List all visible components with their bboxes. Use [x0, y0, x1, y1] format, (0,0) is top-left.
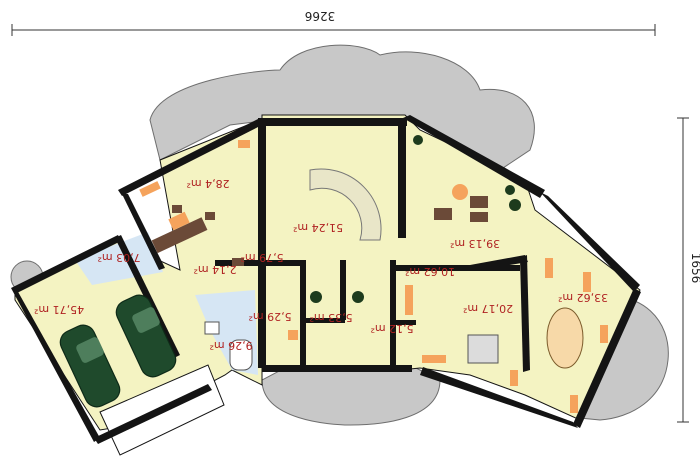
area-dining: 33,62 m²	[558, 291, 608, 304]
terraces	[10, 44, 669, 426]
width-dimension: 3266	[11, 9, 656, 36]
area-garage: 45,71 m²	[34, 303, 84, 316]
area-hall-small: 5,79 m²	[240, 251, 283, 264]
area-wardrobe: 5,29 m²	[248, 310, 291, 323]
area-pantry: 5,12 m²	[370, 322, 413, 335]
area-kitchen: 20,17 m²	[463, 302, 513, 315]
cars	[59, 294, 177, 408]
area-boiler: 7,03 m²	[97, 251, 140, 264]
furniture	[139, 140, 608, 413]
plants	[310, 135, 521, 303]
area-corridor-right: 10,62 m²	[405, 265, 455, 278]
area-hall: 51,24 m²	[293, 221, 343, 234]
width-label: 3266	[305, 9, 336, 23]
area-entry: 5,33 m²	[309, 311, 352, 324]
height-label: 1656	[689, 253, 700, 284]
height-dimension: 1656	[677, 117, 700, 423]
area-living: 39,13 m²	[450, 237, 500, 250]
area-vestibule: 2,14 m²	[193, 263, 236, 276]
area-labels: 51,24 m² 39,13 m² 28,4 m² 45,71 m² 33,62…	[34, 177, 608, 352]
walls	[11, 115, 641, 444]
area-bathroom: 9,26 m²	[209, 339, 252, 352]
area-room-left: 28,4 m²	[186, 177, 229, 190]
